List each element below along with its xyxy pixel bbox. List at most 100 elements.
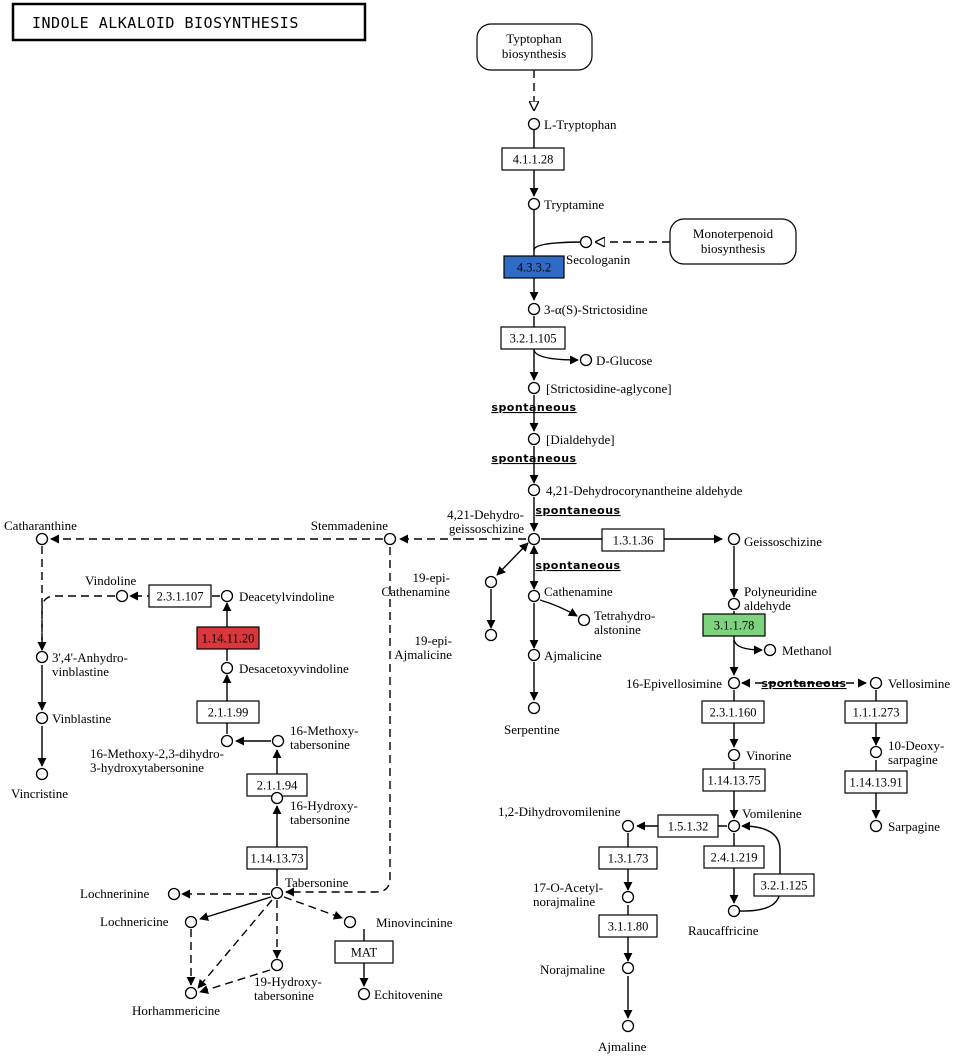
enzyme-box-e3-2-1-105[interactable]: 3.2.1.105 <box>500 326 566 350</box>
compound-node-circle[interactable] <box>621 819 635 833</box>
compound-strictosidine-aglycone[interactable]: [Strictosidine-aglycone] <box>527 381 672 396</box>
compound-node-circle[interactable] <box>484 575 498 589</box>
compound-node-circle[interactable] <box>621 1019 635 1033</box>
compound-node-circle[interactable] <box>527 302 541 316</box>
compound-node-circle[interactable] <box>35 532 49 546</box>
enzyme-box-e2-4-1-219[interactable]: 2.4.1.219 <box>703 845 765 869</box>
compound-vincristine[interactable]: Vincristine <box>11 767 68 802</box>
compound-node-circle[interactable] <box>727 748 741 762</box>
compound-tetrahydroalstonine[interactable]: Tetrahydro-alstonine <box>577 608 656 637</box>
compound-node-circle[interactable] <box>35 711 49 725</box>
compound-node-circle[interactable] <box>727 532 741 546</box>
compound-node-circle[interactable] <box>383 532 397 546</box>
compound-methoxytabersonine[interactable]: 16-Methoxy-tabersonine <box>271 723 359 752</box>
compound-node-circle[interactable] <box>270 791 284 805</box>
compound-node-circle[interactable] <box>527 589 541 603</box>
compound-vomilenine[interactable]: Vomilenine <box>727 806 802 833</box>
compound-tabersonine[interactable]: Tabersonine <box>270 875 349 900</box>
compound-minovincinine[interactable]: Minovincinine <box>343 915 453 930</box>
compound-serpentine[interactable]: Serpentine <box>504 701 560 738</box>
compound-l-tryptophan[interactable]: L-Tryptophan <box>527 117 617 132</box>
compound-lochnericine[interactable]: Lochnericine <box>100 914 198 929</box>
compound-catharanthine[interactable]: Catharanthine <box>4 518 77 546</box>
compound-node-circle[interactable] <box>727 676 741 690</box>
compound-node-circle[interactable] <box>220 734 234 748</box>
compound-node-circle[interactable] <box>579 353 593 367</box>
enzyme-box-e2-3-1-160[interactable]: 2.3.1.160 <box>701 700 765 724</box>
compound-node-circle[interactable] <box>35 650 49 664</box>
compound-node-circle[interactable] <box>869 676 883 690</box>
enzyme-box-e2-1-1-94[interactable]: 2.1.1.94 <box>246 773 308 797</box>
enzyme-box-e2-3-1-107[interactable]: 2.3.1.107 <box>148 584 212 608</box>
compound-node-circle[interactable] <box>621 890 635 904</box>
enzyme-box-e3-2-1-125[interactable]: 3.2.1.125 <box>753 873 815 897</box>
compound-raucaffricine[interactable]: Raucaffricine <box>688 904 759 939</box>
enzyme-box-e2-1-1-99[interactable]: 2.1.1.99 <box>196 700 260 724</box>
compound-hydroxytabersonine16[interactable]: 16-Hydroxy-tabersonine <box>270 791 358 828</box>
compound-node-circle[interactable] <box>727 597 741 611</box>
compound-node-circle[interactable] <box>577 613 591 627</box>
compound-node-circle[interactable] <box>527 117 541 131</box>
enzyme-box-e1-14-13-91[interactable]: 1.14.13.91 <box>844 770 908 794</box>
compound-d-glucose[interactable]: D-Glucose <box>579 353 653 368</box>
enzyme-box-e1-5-1-32[interactable]: 1.5.1.32 <box>657 814 719 838</box>
enzyme-box-e1-3-1-36[interactable]: 1.3.1.36 <box>601 528 665 552</box>
compound-ajmalicine[interactable]: Ajmalicine <box>527 648 602 663</box>
compound-node-circle[interactable] <box>484 628 498 642</box>
enzyme-box-e3-1-1-80[interactable]: 3.1.1.80 <box>598 914 658 938</box>
compound-node-circle[interactable] <box>727 904 741 918</box>
compound-node-circle[interactable] <box>270 958 284 972</box>
enzyme-box-mat[interactable]: MAT <box>334 940 394 964</box>
compound-desacetoxyvindoline[interactable]: Desacetoxyvindoline <box>220 661 349 676</box>
compound-node-circle[interactable] <box>763 643 777 657</box>
compound-node-circle[interactable] <box>527 701 541 715</box>
compound-node-circle[interactable] <box>869 819 883 833</box>
compound-node-circle[interactable] <box>527 483 541 497</box>
compound-anhydrovinblastine[interactable]: 3',4'-Anhydro-vinblastine <box>35 650 128 679</box>
enzyme-box-e1-14-13-73[interactable]: 1.14.13.73 <box>246 846 308 870</box>
compound-node-circle[interactable] <box>343 915 357 929</box>
compound-node-circle[interactable] <box>271 734 285 748</box>
compound-deoxysarpagine[interactable]: 10-Deoxy-sarpagine <box>869 738 945 767</box>
compound-node-circle[interactable] <box>220 661 234 675</box>
enzyme-box-e3-1-1-78[interactable]: 3.1.1.78 <box>702 613 766 637</box>
enzyme-box-e1-14-13-75[interactable]: 1.14.13.75 <box>702 768 766 792</box>
compound-vinorine[interactable]: Vinorine <box>727 748 792 763</box>
compound-node-circle[interactable] <box>357 987 371 1001</box>
compound-secologanin[interactable]: Secologanin <box>566 235 631 268</box>
compound-node-circle[interactable] <box>115 589 129 603</box>
compound-node-circle[interactable] <box>527 381 541 395</box>
compound-node-circle[interactable] <box>167 887 181 901</box>
compound-ajmaline[interactable]: Ajmaline <box>598 1019 647 1055</box>
compound-node-circle[interactable] <box>184 986 198 1000</box>
compound-lochnerinine[interactable]: Lochnerinine <box>80 886 181 901</box>
enzyme-box-e1-14-11-20[interactable]: 1.14.11.20 <box>196 626 260 650</box>
enzyme-box-e4-3-3-2[interactable]: 4.3.3.2 <box>503 255 565 279</box>
compound-node-circle[interactable] <box>527 432 541 446</box>
compound-node-circle[interactable] <box>184 915 198 929</box>
compound-tryptamine[interactable]: Tryptamine <box>527 197 605 212</box>
compound-node-circle[interactable] <box>579 235 593 249</box>
compound-dialdehyde[interactable]: [Dialdehyde] <box>527 432 615 447</box>
compound-horhammericine[interactable]: Horhammericine <box>132 986 220 1019</box>
enzyme-box-e1-1-1-273[interactable]: 1.1.1.273 <box>844 700 908 724</box>
compound-hydroxytabersonine19[interactable]: 19-Hydroxy-tabersonine <box>254 958 322 1004</box>
compound-node-circle[interactable] <box>220 589 234 603</box>
compound-node-circle[interactable] <box>35 767 49 781</box>
compound-vellosimine[interactable]: Vellosimine <box>869 676 951 691</box>
compound-strictosidine[interactable]: 3-α(S)-Strictosidine <box>527 302 648 317</box>
compound-norajmaline[interactable]: Norajmaline <box>540 961 635 977</box>
compound-methoxy-dihydro[interactable]: 16-Methoxy-2,3-dihydro-3-hydroxytaberson… <box>90 734 234 776</box>
compound-dehydrogeissoschizine[interactable]: 4,21-Dehydro-geissoschizine <box>447 507 541 546</box>
compound-geissoschizine[interactable]: Geissoschizine <box>727 532 823 550</box>
compound-dihydrovomilenine[interactable]: 1,2-Dihydrovomilenine <box>498 804 635 833</box>
compound-node-circle[interactable] <box>527 197 541 211</box>
compound-stemmadenine[interactable]: Stemmadenine <box>311 518 397 546</box>
compound-epi-ajmalicine[interactable]: 19-epi-Ajmalicine <box>394 628 498 663</box>
compound-echitovenine[interactable]: Echitovenine <box>357 987 443 1002</box>
compound-methanol[interactable]: Methanol <box>763 643 833 658</box>
compound-sarpagine[interactable]: Sarpagine <box>869 819 941 834</box>
compound-node-circle[interactable] <box>727 819 741 833</box>
